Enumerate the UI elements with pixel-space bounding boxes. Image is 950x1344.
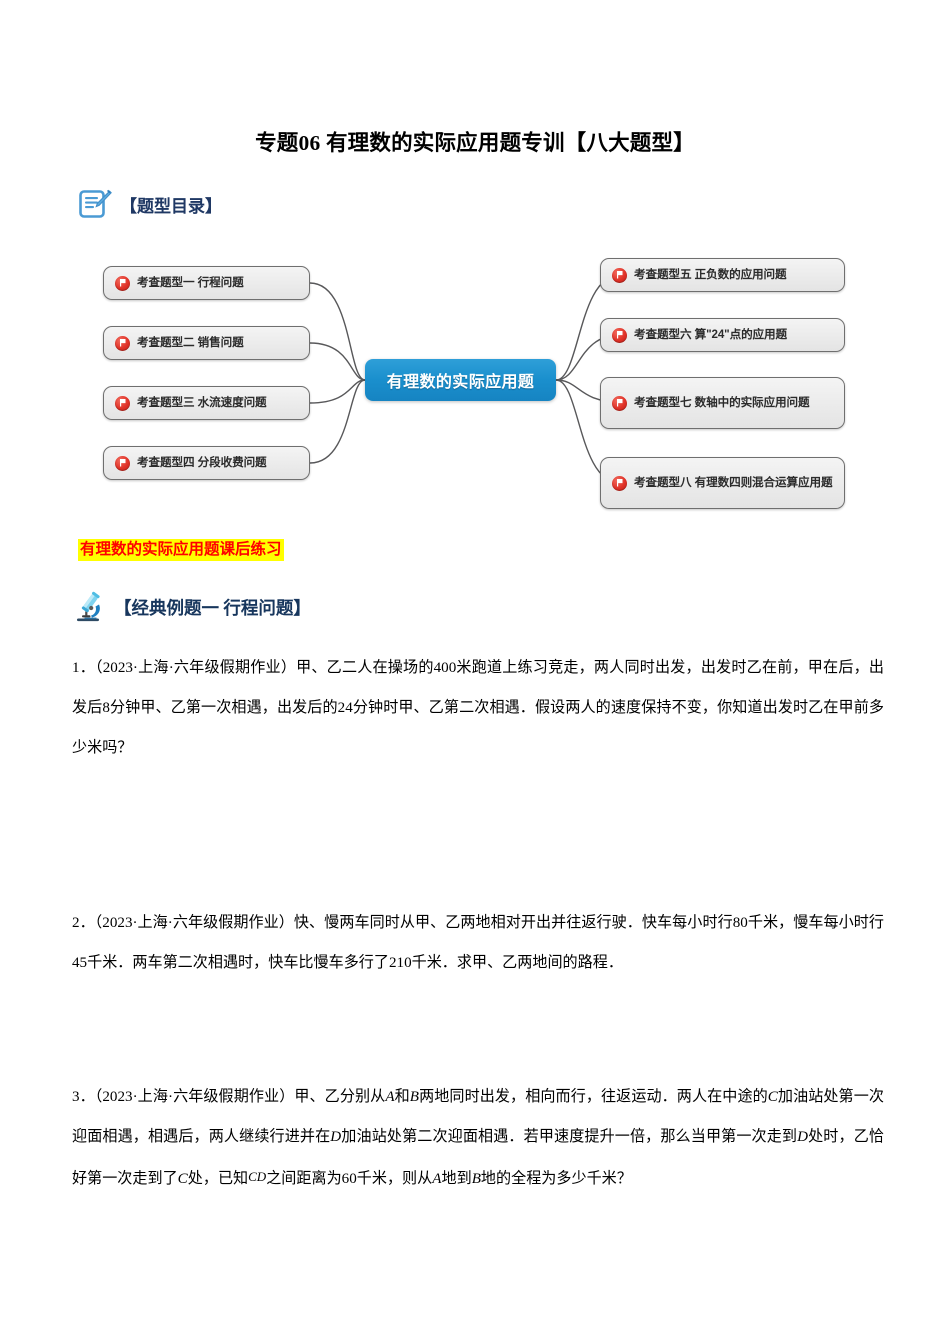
math-var-d: D	[797, 1129, 809, 1145]
mindmap-node-label: 考查题型七 数轴中的实际应用问题	[634, 396, 810, 410]
question-source: （2023·上海·六年级假期作业）	[94, 1089, 295, 1105]
question-3: 3．（2023·上海·六年级假期作业）甲、乙分别从A和B两地同时出发，相向而行，…	[72, 1077, 884, 1199]
mindmap-node-label: 考查题型三 水流速度问题	[137, 396, 267, 410]
document-pencil-icon	[78, 188, 112, 220]
question-number: 2．	[72, 915, 95, 931]
question-2: 2．（2023·上海·六年级假期作业）快、慢两车同时从甲、乙两地相对开出并往返行…	[72, 903, 884, 983]
question-text: 快、慢两车同时从甲、乙两地相对开出并往返行驶．快车每小时行80千米，慢车每小时行…	[72, 915, 884, 971]
example-heading: 【经典例题一 行程问题】	[72, 590, 311, 624]
question-number: 3．	[72, 1089, 95, 1105]
mindmap: 考查题型一 行程问题 考查题型二 销售问题 考查题型三 水流速度问题 考查题型四…	[80, 245, 870, 520]
math-var-c: C	[767, 1089, 778, 1105]
catalog-heading-label: 【题型目录】	[120, 196, 222, 216]
math-var-c: C	[177, 1171, 188, 1187]
question-text-part: 两地同时出发，相向而行，往返运动．两人在中途的	[419, 1089, 768, 1105]
flag-bullet-icon	[612, 327, 627, 343]
flag-bullet-icon	[115, 395, 130, 411]
mindmap-node-label: 考查题型八 有理数四则混合运算应用题	[634, 476, 833, 490]
mindmap-node-label: 考查题型四 分段收费问题	[137, 456, 267, 470]
question-1: 1．（2023·上海·六年级假期作业）甲、乙二人在操场的400米跑道上练习竞走，…	[72, 648, 884, 768]
mindmap-node-left-1[interactable]: 考查题型一 行程问题	[103, 266, 310, 300]
math-var-a: A	[385, 1089, 395, 1105]
mindmap-node-right-6[interactable]: 考查题型六 算"24"点的应用题	[600, 318, 845, 352]
question-text-part: 之间距离为60千米，则从	[266, 1171, 433, 1187]
question-text-part: 加油站处第一次迎面相遇，相遇后，两人继续行进并在	[72, 1089, 884, 1145]
math-var-cd: CD	[248, 1169, 267, 1184]
flag-bullet-icon	[115, 455, 130, 471]
question-number: 1．	[72, 660, 96, 676]
example-heading-label: 【经典例题一 行程问题】	[114, 597, 311, 618]
math-var-d: D	[330, 1129, 342, 1145]
mindmap-node-label: 考查题型二 销售问题	[137, 336, 244, 350]
mindmap-node-label: 考查题型六 算"24"点的应用题	[634, 328, 788, 342]
mindmap-node-left-3[interactable]: 考查题型三 水流速度问题	[103, 386, 310, 420]
practice-highlight-line: 有理数的实际应用题课后练习	[78, 539, 284, 562]
mindmap-node-label: 考查题型一 行程问题	[137, 276, 244, 290]
math-var-b: B	[471, 1171, 481, 1187]
question-text-part: 和	[394, 1089, 410, 1105]
question-text: 甲、乙二人在操场的400米跑道上练习竞走，两人同时出发，出发时乙在前，甲在后，出…	[72, 660, 884, 756]
question-text-part: 甲、乙分别从	[294, 1089, 386, 1105]
microscope-icon	[72, 590, 106, 624]
flag-bullet-icon	[612, 267, 627, 283]
flag-bullet-icon	[612, 395, 627, 411]
question-source: （2023·上海·六年级假期作业）	[94, 915, 294, 931]
mindmap-center-label: 有理数的实际应用题	[386, 374, 535, 391]
catalog-heading: 【题型目录】	[78, 188, 222, 220]
question-text-part: 处，已知	[187, 1171, 249, 1187]
question-text-part: 加油站处第二次迎面相遇．若甲速度提升一倍，那么当甲第一次走到	[341, 1129, 798, 1145]
math-var-b: B	[409, 1089, 420, 1105]
question-text-part: 处时，乙恰好第一次走到了	[72, 1129, 884, 1187]
flag-bullet-icon	[115, 335, 130, 351]
flag-bullet-icon	[612, 475, 627, 491]
question-text-part: 地到	[441, 1171, 472, 1187]
mindmap-node-left-4[interactable]: 考查题型四 分段收费问题	[103, 446, 310, 480]
question-source: （2023·上海·六年级假期作业）	[95, 660, 297, 676]
mindmap-node-right-7[interactable]: 考查题型七 数轴中的实际应用问题	[600, 377, 845, 429]
math-var-a: A	[432, 1171, 442, 1187]
question-text-part: 地的全程为多少千米？	[480, 1171, 632, 1187]
mindmap-node-label: 考查题型五 正负数的应用问题	[634, 268, 787, 282]
flag-bullet-icon	[115, 275, 130, 291]
mindmap-node-left-2[interactable]: 考查题型二 销售问题	[103, 326, 310, 360]
mindmap-node-right-5[interactable]: 考查题型五 正负数的应用问题	[600, 258, 845, 292]
page-title: 专题06 有理数的实际应用题专训【八大题型】	[255, 131, 695, 155]
mindmap-center-node[interactable]: 有理数的实际应用题	[365, 359, 556, 401]
mindmap-node-right-8[interactable]: 考查题型八 有理数四则混合运算应用题	[600, 457, 845, 509]
